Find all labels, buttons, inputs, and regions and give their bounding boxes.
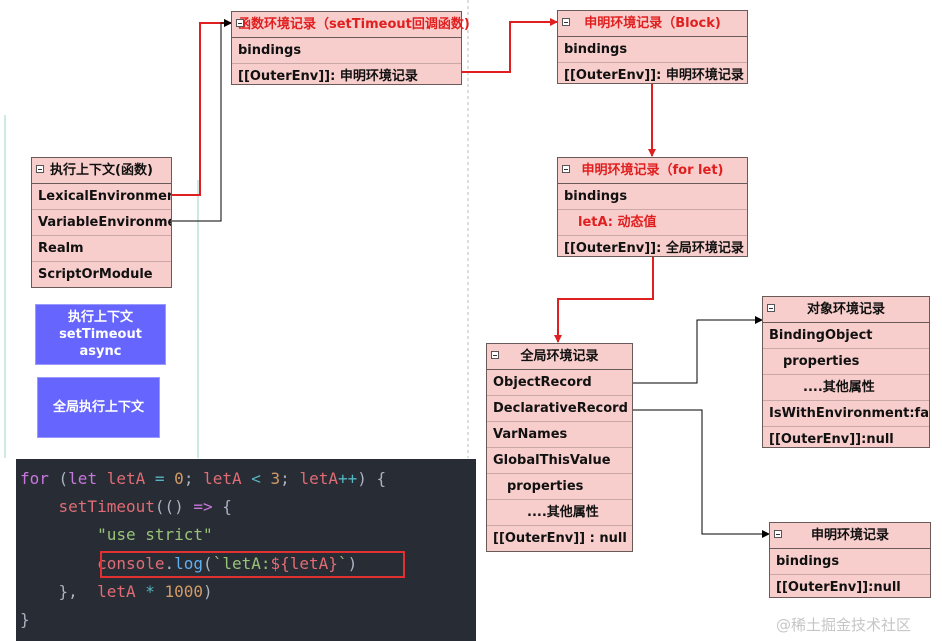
settimeout-async-context-block: 执行上下文 setTimeout async (35, 304, 166, 365)
global-env-record-box: 全局环境记录 ObjectRecord DeclarativeRecord Va… (486, 343, 633, 552)
global-env-row: GlobalThisValue (487, 448, 632, 474)
code-line: } (20, 610, 30, 629)
collapse-toggle-icon[interactable] (562, 165, 570, 173)
global-env-row: ....其他属性 (487, 500, 632, 526)
global-env-row: VarNames (487, 422, 632, 448)
forlet-env-record-title: 申明环境记录（for let) (581, 163, 724, 178)
code-line: "use strict" (97, 525, 213, 544)
object-env-row: ....其他属性 (763, 375, 929, 401)
forlet-env-row: [[OuterEnv]]: 全局环境记录 (564, 241, 744, 256)
arrow-variable-to-fnenv (172, 19, 232, 222)
block-env-record-title: 申明环境记录（Block) (584, 16, 721, 31)
arrow-fnenv-to-block (462, 18, 558, 73)
declarative-env-record-header: 申明环境记录 (770, 523, 930, 549)
global-env-row: [[OuterEnv]] : null (493, 531, 627, 546)
block-env-row: bindings (558, 37, 747, 63)
object-env-record-box: 对象环境记录 BindingObject properties ....其他属性… (762, 296, 930, 448)
collapse-toggle-icon[interactable] (774, 530, 782, 538)
code-highlight-box (100, 551, 405, 578)
arrow-declrecord-to-declenv (633, 409, 770, 538)
object-env-record-header: 对象环境记录 (763, 297, 929, 323)
object-env-row: properties (763, 349, 929, 375)
exec-context-row: LexicalEnvironment (32, 184, 171, 210)
function-env-row: bindings (232, 38, 461, 64)
exec-context-title: 执行上下文(函数) (50, 163, 153, 178)
collapse-toggle-icon[interactable] (562, 18, 570, 26)
code-line: setTimeout(() => { (58, 497, 232, 516)
declarative-env-row: [[OuterEnv]]:null (776, 580, 901, 595)
arrow-lexical-to-fnenv (172, 19, 232, 196)
function-env-record-box: 函数环境记录（setTimeout回调函数) bindings [[OuterE… (231, 11, 470, 85)
collapse-toggle-icon[interactable] (491, 351, 499, 359)
global-env-record-title: 全局环境记录 (520, 349, 599, 364)
forlet-env-record-box: 申明环境记录（for let) bindings letA: 动态值 [[Out… (557, 157, 748, 257)
code-line: for (let letA = 0; letA < 3; letA++) { (20, 469, 387, 488)
exec-context-row: VariableEnvironment (32, 210, 171, 236)
block-env-record-header: 申明环境记录（Block) (558, 11, 747, 37)
code-line: console.log(`letA:${letA}`) (97, 554, 358, 573)
global-env-row: DeclarativeRecord (487, 396, 632, 422)
watermark: @稀土掘金技术社区 (776, 616, 912, 634)
forlet-env-row: bindings (558, 184, 747, 210)
declarative-env-record-title: 申明环境记录 (810, 528, 889, 543)
global-env-record-header: 全局环境记录 (487, 344, 632, 370)
forlet-env-binding-leta: letA: 动态值 (558, 210, 747, 236)
exec-context-header: 执行上下文(函数) (32, 158, 171, 184)
function-env-record-header: 函数环境记录（setTimeout回调函数) (232, 12, 470, 38)
object-env-row: IsWithEnvironment:false (763, 401, 929, 427)
declarative-env-row: bindings (770, 549, 930, 575)
block-env-record-box: 申明环境记录（Block) bindings [[OuterEnv]]: 申明环… (557, 10, 748, 84)
block-env-row: [[OuterEnv]]: 申明环境记录 (564, 68, 744, 83)
object-env-record-title: 对象环境记录 (806, 302, 885, 317)
exec-context-box: 执行上下文(函数) LexicalEnvironment VariableEnv… (31, 157, 172, 288)
collapse-toggle-icon[interactable] (236, 19, 244, 27)
function-env-row: [[OuterEnv]]: 申明环境记录 (238, 69, 418, 84)
exec-context-row: ScriptOrModule (38, 267, 153, 282)
forlet-env-record-header: 申明环境记录（for let) (558, 158, 747, 184)
function-env-record-title: 函数环境记录（setTimeout回调函数) (238, 17, 470, 32)
collapse-toggle-icon[interactable] (36, 165, 44, 173)
object-env-row: BindingObject (763, 323, 929, 349)
object-env-row: [[OuterEnv]]:null (769, 432, 894, 447)
arrow-forlet-to-global (554, 257, 654, 343)
exec-context-row: Realm (32, 236, 171, 262)
global-env-row: ObjectRecord (487, 370, 632, 396)
code-line: }, letA * 1000) (20, 582, 213, 601)
collapse-toggle-icon[interactable] (767, 304, 775, 312)
declarative-env-record-box: 申明环境记录 bindings [[OuterEnv]]:null (769, 522, 931, 598)
arrow-objectrecord-to-objenv (633, 316, 763, 384)
global-exec-context-block: 全局执行上下文 (37, 377, 160, 438)
code-snippet: for (let letA = 0; letA < 3; letA++) { s… (16, 459, 476, 641)
global-env-row: properties (487, 474, 632, 500)
